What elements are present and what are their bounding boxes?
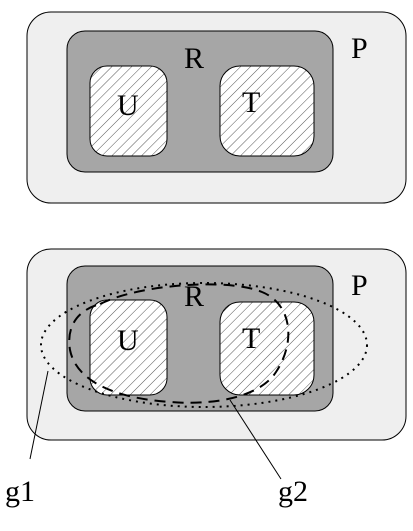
group-g1-dotted-ellipse [40,282,368,408]
top-box-t [219,65,315,157]
top-label-r: R [184,42,204,75]
bottom-label-p: P [351,269,368,302]
top-label-p: P [351,32,368,65]
bottom-diagram: P R U T g1 g2 [5,248,407,508]
callout-line-g1 [29,370,49,460]
bottom-label-t: T [242,322,260,355]
bottom-box-t [219,301,315,396]
top-label-u: U [117,89,139,122]
bottom-label-r: R [184,280,204,313]
bottom-label-u: U [117,324,139,357]
top-diagram: P R U T [26,11,407,204]
top-label-t: T [242,86,260,119]
group-g2-dashed-curve [68,283,290,404]
top-box-u [89,65,168,157]
callout-label-g1: g1 [5,475,35,508]
callout-label-g2: g2 [278,475,308,508]
callout-line-g2 [229,399,282,480]
